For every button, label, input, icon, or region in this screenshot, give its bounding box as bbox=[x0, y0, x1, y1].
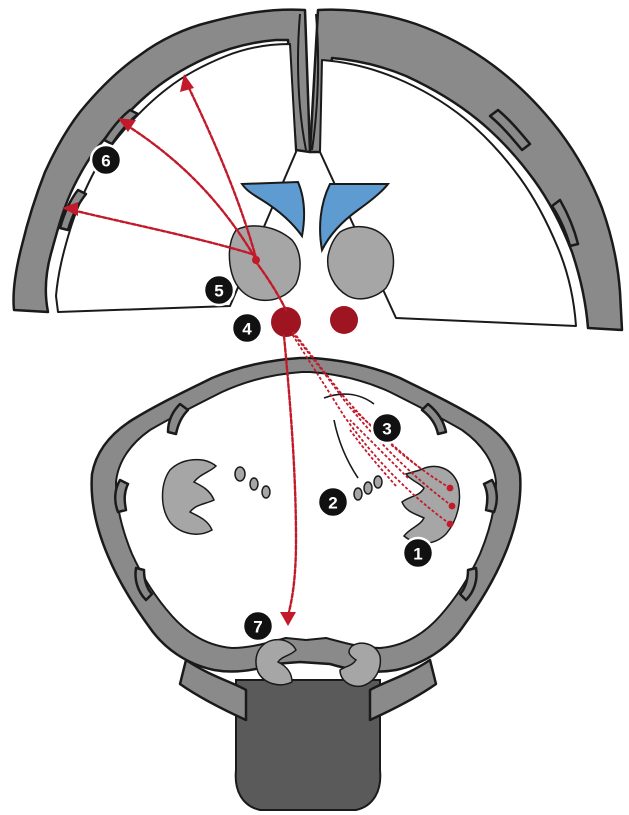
folia-left-3 bbox=[134, 566, 154, 602]
left-interposed-nucleus-2 bbox=[249, 477, 259, 491]
tract-dentate-to-red-nucleus-1 bbox=[291, 329, 451, 489]
dentate-endpoint-2 bbox=[448, 502, 456, 510]
left-red-nucleus bbox=[271, 307, 301, 337]
svg-text:3: 3 bbox=[382, 420, 391, 439]
right-hemisphere-cortex bbox=[308, 8, 624, 332]
marker-7: 7 bbox=[241, 609, 275, 643]
right-sulcus-2 bbox=[550, 198, 580, 248]
tract-interposed-2 bbox=[349, 419, 409, 479]
tract-thalamus-to-cortex-2 bbox=[126, 124, 256, 258]
right-interposed-nucleus-1 bbox=[353, 487, 363, 501]
marker-3: 3 bbox=[370, 411, 404, 445]
right-lateral-ventricle bbox=[319, 183, 391, 254]
dentate-endpoint-3 bbox=[446, 520, 454, 528]
marker-5: 5 bbox=[202, 273, 236, 307]
tract-thalamus-to-cortex-3 bbox=[70, 208, 254, 256]
arrowhead-brainstem bbox=[280, 612, 296, 626]
markers: 1 2 3 4 5 6 7 bbox=[89, 143, 435, 643]
arrowhead-cortex-2 bbox=[118, 118, 136, 132]
tract-dentate-to-red-nucleus-2 bbox=[291, 331, 453, 507]
longitudinal-fissure bbox=[297, 13, 320, 151]
folia-left-2 bbox=[114, 478, 130, 514]
folia-right-2 bbox=[482, 478, 498, 514]
cerebellum bbox=[90, 356, 522, 811]
right-olive-folia bbox=[339, 642, 382, 688]
left-olive-folia bbox=[255, 638, 297, 686]
left-interposed-nucleus-1 bbox=[234, 466, 246, 482]
left-lateral-ventricle bbox=[240, 180, 306, 239]
marker-6: 6 bbox=[89, 143, 123, 177]
cerebellar-white-matter bbox=[115, 371, 497, 649]
left-hemisphere-cortex bbox=[12, 8, 312, 314]
arrowhead-cortex-1 bbox=[180, 74, 194, 92]
svg-text:4: 4 bbox=[242, 320, 252, 339]
right-interposed-nucleus-3 bbox=[373, 475, 383, 489]
arrowhead-cortex-3 bbox=[62, 202, 78, 216]
peduncle-outline bbox=[323, 393, 375, 479]
folia-right-1 bbox=[420, 402, 448, 436]
brainstem bbox=[234, 679, 382, 811]
tract-red-nucleus-to-thalamus bbox=[254, 260, 288, 312]
svg-text:5: 5 bbox=[214, 282, 223, 301]
marker-2: 2 bbox=[316, 485, 350, 519]
folia-left-1 bbox=[166, 402, 190, 436]
right-red-nucleus bbox=[330, 306, 358, 334]
thalamus-relay-point bbox=[252, 256, 260, 264]
right-sulcus-1 bbox=[488, 108, 532, 152]
tract-descending-to-brainstem bbox=[282, 334, 298, 618]
brainstem-top-cortex-right bbox=[368, 658, 438, 722]
svg-text:1: 1 bbox=[413, 545, 422, 564]
svg-text:2: 2 bbox=[328, 494, 337, 513]
brainstem-top-cortex bbox=[178, 658, 248, 722]
tract-dentate-to-red-nucleus-3 bbox=[291, 333, 451, 525]
dentate-endpoint-1 bbox=[446, 484, 454, 492]
left-interposed-nucleus-3 bbox=[261, 485, 271, 499]
svg-text:6: 6 bbox=[101, 152, 110, 171]
folia-right-3 bbox=[458, 566, 478, 602]
right-thalamus bbox=[326, 225, 395, 300]
svg-text:7: 7 bbox=[253, 618, 262, 637]
tract-thalamus-to-cortex-1 bbox=[186, 84, 258, 260]
right-interposed-nucleus-2 bbox=[363, 481, 373, 495]
left-dentate-nucleus bbox=[161, 458, 218, 535]
pathways bbox=[62, 74, 456, 626]
marker-1: 1 bbox=[401, 536, 435, 570]
tract-interposed-3 bbox=[349, 429, 397, 487]
marker-4: 4 bbox=[230, 311, 264, 345]
left-thalamus bbox=[228, 225, 301, 302]
